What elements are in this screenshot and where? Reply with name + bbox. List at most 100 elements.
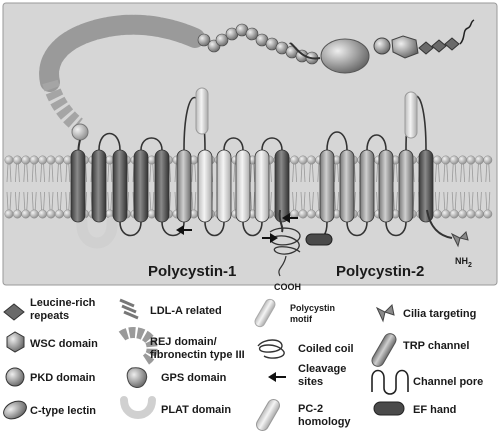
lipid-tail	[477, 191, 479, 211]
legend-plat-label: PLAT domain	[161, 404, 231, 416]
legend-wsc-icon	[6, 331, 25, 353]
lipid-tail	[396, 191, 398, 211]
pc2-label: Polycystin-2	[336, 263, 424, 280]
legend-polycystin-motif-label-1: Polycystin	[290, 303, 335, 313]
lipid-head	[432, 155, 442, 165]
lipid-head	[441, 155, 451, 165]
helix-loop	[385, 221, 407, 237]
legend-lectin-icon	[3, 400, 27, 420]
lipid-head	[290, 209, 300, 219]
lipid-tail	[31, 191, 34, 211]
lipid-tail	[233, 191, 236, 211]
transmembrane-helix	[112, 149, 128, 223]
lipid-tail	[250, 191, 252, 211]
lipid-tail	[295, 163, 297, 183]
lipid-head	[4, 209, 14, 219]
lipid-tail	[317, 163, 320, 183]
cleavage-arrow-1	[176, 225, 192, 235]
lipid-tail	[396, 163, 398, 183]
helix-loop	[242, 221, 263, 237]
lipid-tail	[312, 163, 314, 183]
legend-gps-label: GPS domain	[161, 372, 227, 384]
transmembrane-helix	[235, 149, 251, 223]
legend-pc2-homology-label-2: homology	[298, 416, 351, 428]
legend-coiled-label: Coiled coil	[298, 343, 354, 355]
lipid-tail	[253, 191, 255, 211]
helix-loop	[366, 134, 387, 151]
lipid-tail	[51, 191, 54, 211]
legend-trp-label: TRP channel	[403, 340, 469, 352]
lipid-tail	[6, 191, 9, 211]
lipid-tail	[9, 191, 12, 211]
lipid-tail	[60, 191, 62, 211]
lipid-tail	[174, 191, 177, 211]
lipid-head	[38, 155, 48, 165]
lipid-head	[449, 209, 459, 219]
lipid-tail	[443, 163, 446, 183]
legend-ef-label: EF hand	[413, 404, 456, 416]
lipid-tail	[127, 163, 129, 183]
lipid-tail	[174, 163, 177, 183]
legend-plat-icon	[120, 396, 156, 419]
wsc-domain	[391, 35, 419, 59]
transmembrane-helix	[197, 149, 213, 223]
lipid-tail	[65, 191, 68, 211]
lipid-tail	[26, 163, 29, 183]
pc1-polycystin-motif	[195, 87, 209, 135]
transmembrane-helix	[274, 149, 290, 223]
legend-gps-icon	[126, 367, 148, 388]
transmembrane-helix	[91, 149, 107, 223]
link-lectin	[289, 42, 321, 60]
lipid-tail	[337, 191, 339, 211]
transmembrane-helix	[339, 149, 355, 223]
lipid-tail	[337, 163, 339, 183]
lipid-head	[483, 209, 493, 219]
lipid-tail	[480, 163, 482, 183]
lipid-tail	[107, 191, 110, 211]
lipid-tail	[468, 163, 471, 183]
lipid-head	[29, 209, 39, 219]
lipid-tail	[477, 163, 479, 183]
lipid-tail	[152, 191, 155, 211]
leucine-rich-repeat	[431, 39, 447, 53]
transmembrane-helix	[418, 149, 434, 223]
cleavage-arrow-2	[262, 233, 278, 243]
legend-rej-label-1: REJ domain/	[150, 336, 217, 348]
lipid-head	[483, 155, 493, 165]
lipid-tail	[107, 163, 110, 183]
lipid-tail	[334, 163, 336, 183]
lipid-tail	[233, 163, 236, 183]
legend-polycystin-motif-icon	[254, 298, 276, 328]
legend: Leucine-rich repeats WSC domain PKD doma…	[3, 297, 483, 432]
legend-leucine-label-1: Leucine-rich	[30, 297, 96, 309]
pc2-cilia-targeting	[450, 231, 469, 248]
helix-loop	[261, 137, 283, 151]
transmembrane-helix	[216, 149, 232, 223]
legend-cleavage-icon	[268, 372, 286, 382]
lipid-tail	[40, 191, 42, 211]
lipid-tail	[309, 191, 311, 211]
lipid-head	[290, 155, 300, 165]
ldl-a-domain	[71, 123, 89, 141]
lipid-tail	[270, 191, 272, 211]
lipid-tail	[149, 191, 152, 211]
lipid-head	[441, 209, 451, 219]
lipid-tail	[194, 163, 197, 183]
transmembrane-helix	[70, 149, 86, 223]
lipid-head	[466, 155, 476, 165]
c-type-lectin-domain	[320, 38, 370, 74]
lipid-tail	[303, 191, 306, 211]
leucine-rich-repeat	[418, 41, 434, 55]
pc1-ef-hand	[305, 233, 333, 246]
lipid-tail	[23, 191, 26, 211]
legend-cleavage-label-1: Cleavage	[298, 363, 346, 375]
legend-coiled-icon	[257, 339, 285, 359]
pkd-domain-ball	[373, 37, 391, 55]
lipid-tail	[468, 191, 471, 211]
lipid-tail	[68, 191, 71, 211]
transmembrane-helix	[378, 149, 394, 223]
lipid-head	[4, 155, 14, 165]
lipid-tail	[127, 191, 129, 211]
lipid-tail	[438, 163, 440, 183]
lipid-tail	[85, 191, 87, 211]
